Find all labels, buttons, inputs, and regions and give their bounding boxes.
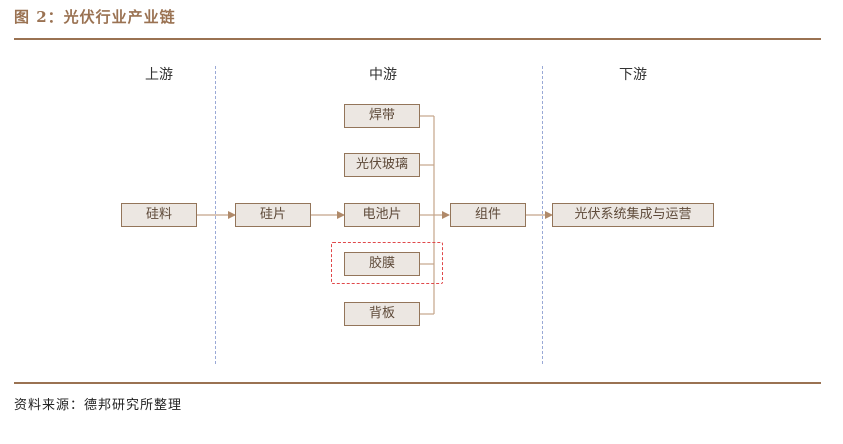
- figure-title: 图 2：光伏行业产业链: [14, 8, 176, 26]
- bottom-rule: [14, 382, 821, 384]
- node-silicon-material: 硅料: [121, 203, 197, 227]
- column-header-downstream: 下游: [619, 67, 647, 83]
- node-silicon-wafer: 硅片: [235, 203, 311, 227]
- node-encapsulant-film: 胶膜: [344, 252, 420, 276]
- column-header-upstream: 上游: [145, 67, 173, 83]
- column-header-midstream: 中游: [369, 67, 397, 83]
- encapsulant-highlight-frame: [331, 242, 443, 284]
- node-module: 组件: [450, 203, 526, 227]
- node-pv-glass: 光伏玻璃: [344, 153, 420, 177]
- node-ribbon: 焊带: [344, 104, 420, 128]
- top-rule: [14, 38, 821, 40]
- node-backsheet: 背板: [344, 302, 420, 326]
- figure-source: 资料来源：德邦研究所整理: [14, 398, 183, 413]
- node-cell: 电池片: [344, 203, 420, 227]
- node-pv-system: 光伏系统集成与运营: [552, 203, 714, 227]
